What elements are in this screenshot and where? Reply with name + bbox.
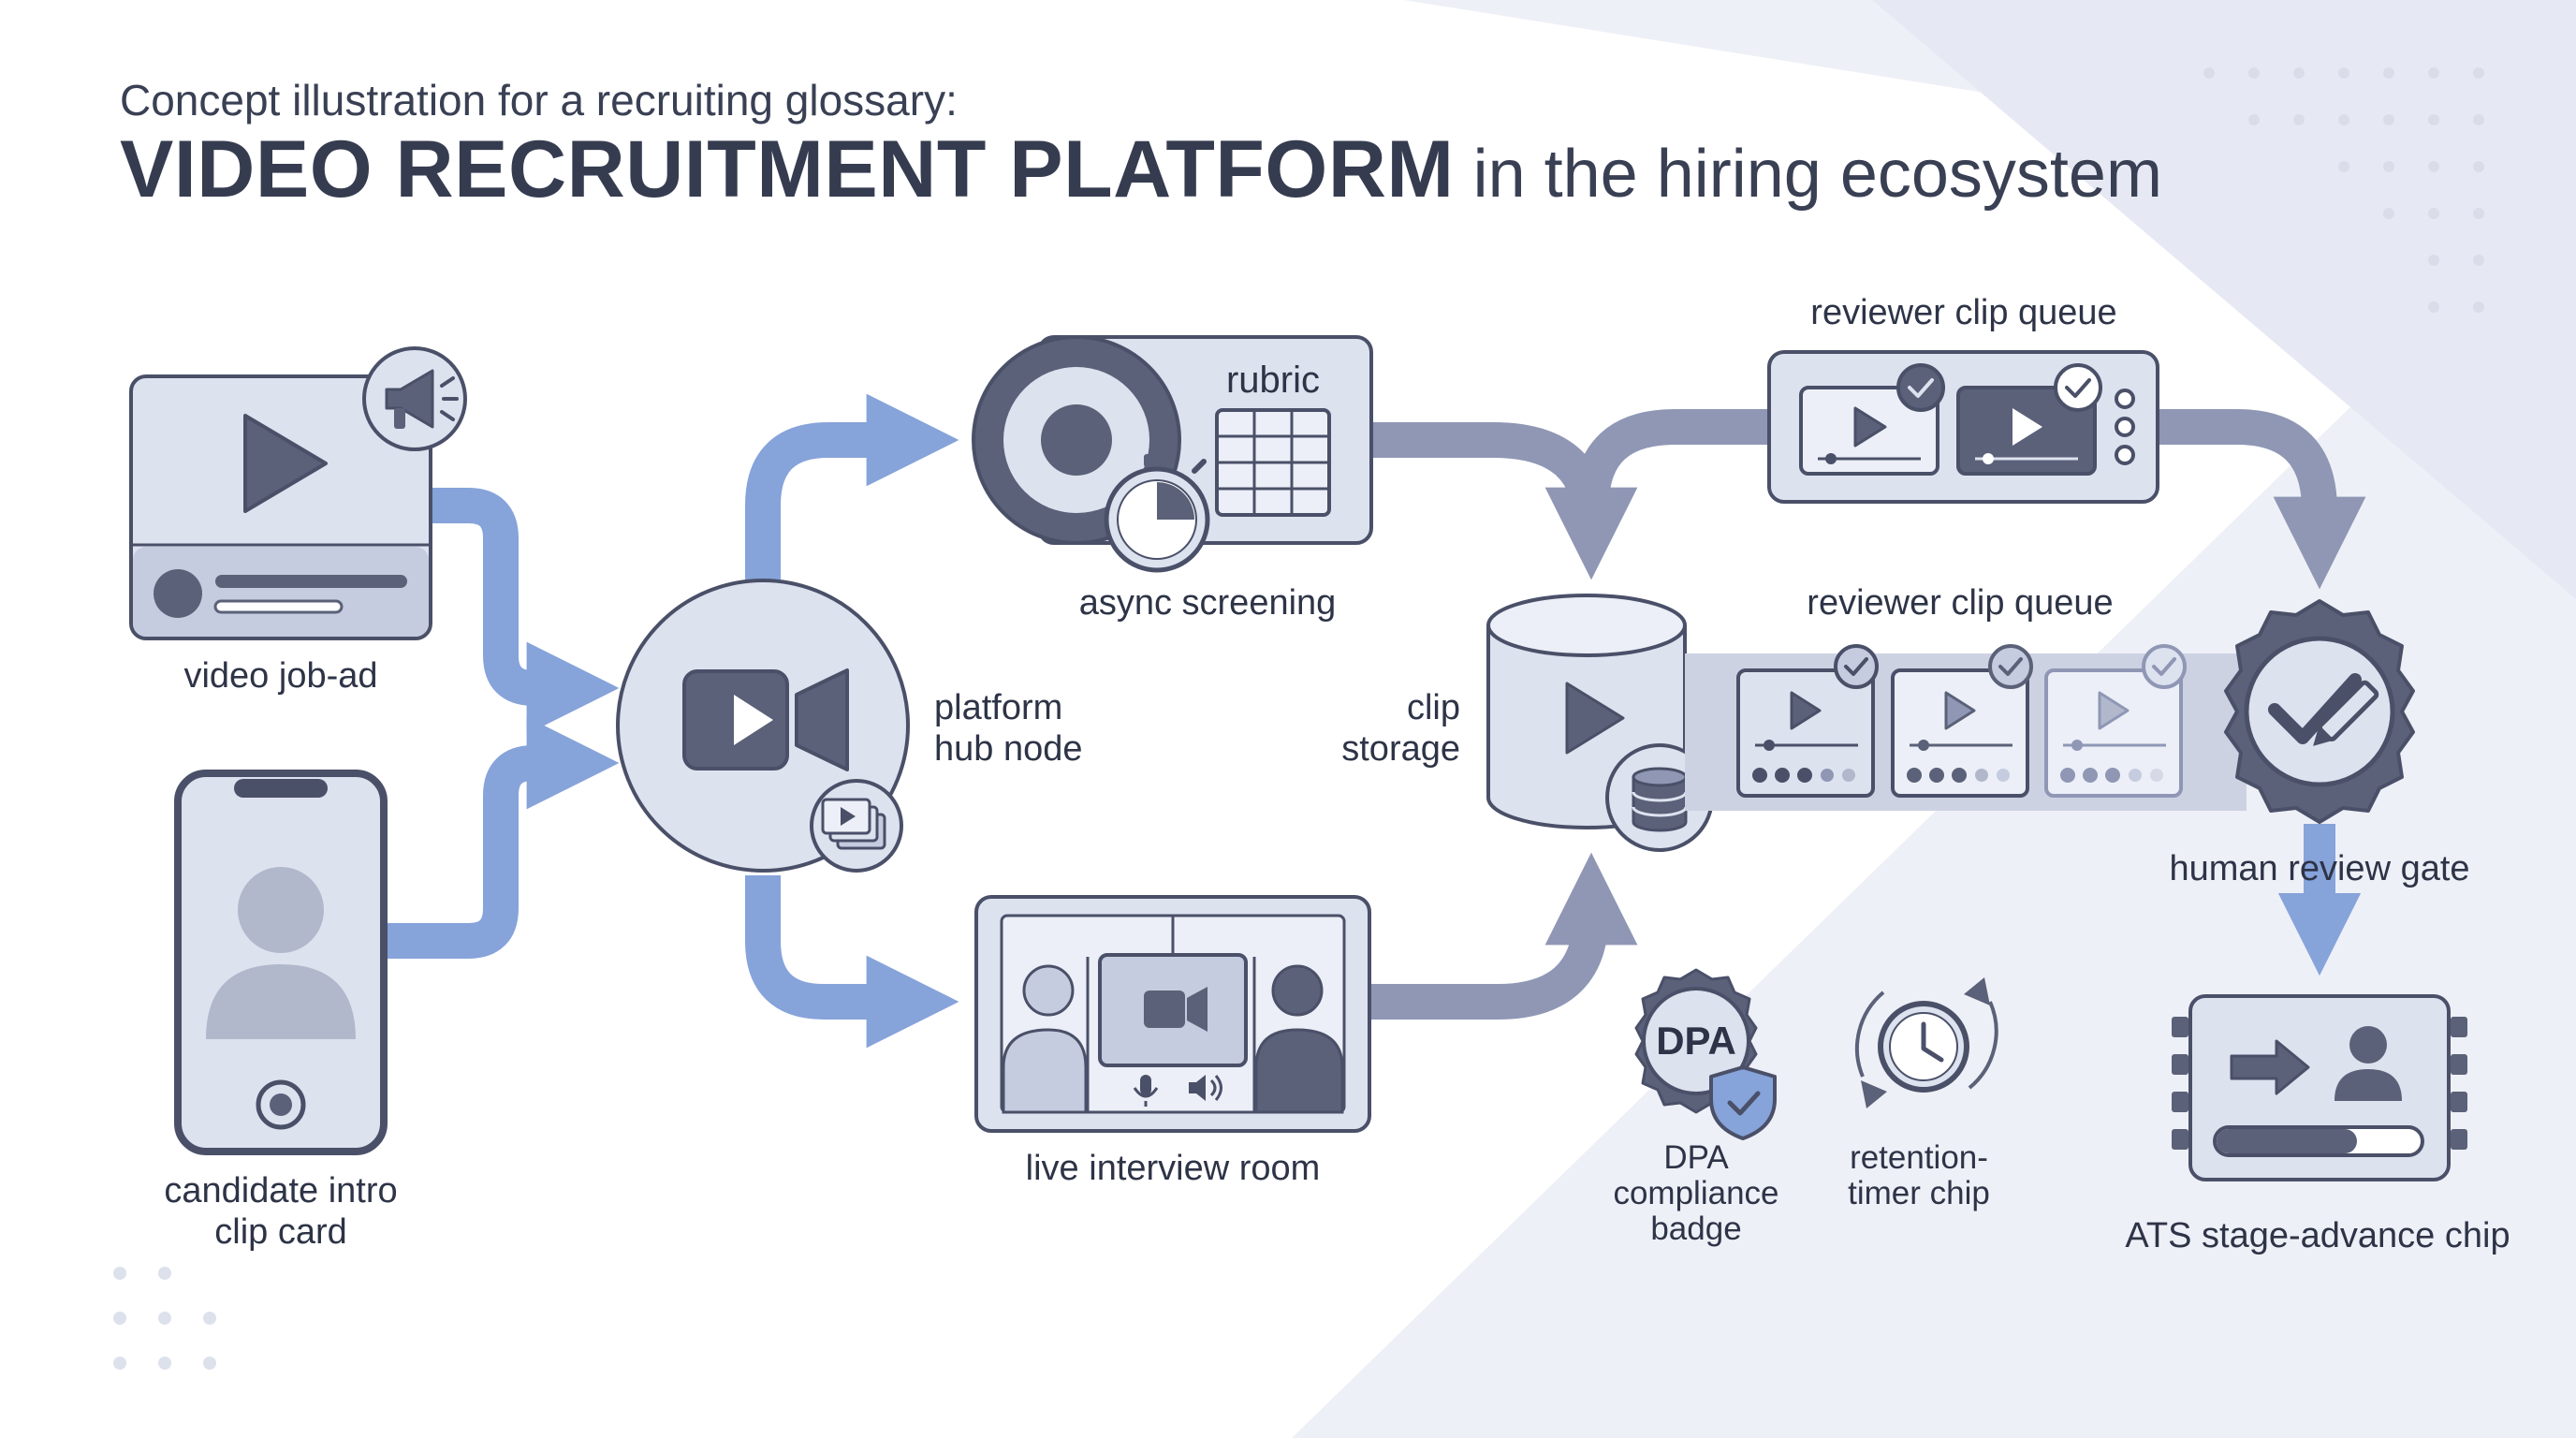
queue-clip-3 — [2044, 644, 2187, 798]
arrow-jobad-to-hub — [431, 488, 620, 735]
rubric-grid-icon — [1215, 408, 1331, 517]
label-async-screening: async screening — [1078, 583, 1337, 623]
arrow-candidate-to-hub — [386, 716, 620, 959]
check-icon — [1834, 644, 1879, 689]
arrow-live-to-storage — [1371, 852, 1638, 1020]
stopwatch-icon — [1104, 454, 1210, 573]
person-head-icon — [238, 867, 324, 953]
arrow-hub-to-live — [745, 875, 959, 1049]
reviewer-clip-queue-mid — [1685, 644, 2247, 811]
arrow-async-to-storage — [1371, 422, 1638, 580]
pen-icon — [2313, 680, 2379, 746]
label-live-interview-room: live interview room — [1025, 1149, 1321, 1188]
queue-clip-1 — [1736, 644, 1879, 798]
retention-timer-chip — [1855, 977, 1998, 1108]
play-icon — [1565, 682, 1625, 755]
arrow-hub-to-async — [745, 393, 959, 580]
play-icon — [243, 414, 328, 513]
arrow-queue-to-storage — [1573, 409, 1769, 506]
candidate-head-icon — [1271, 964, 1324, 1017]
checkmark-icon — [2268, 673, 2362, 744]
clip-storage-cylinder — [1486, 594, 1714, 852]
queue-clip-2 — [1891, 644, 2033, 798]
label-platform-hub: platform hub node — [934, 688, 1083, 769]
person-body-icon — [206, 964, 356, 1039]
arrow-right-icon — [2230, 1039, 2310, 1095]
check-icon — [1988, 644, 2033, 689]
label-clip-storage: clip storage — [1341, 688, 1460, 769]
dot-grid-top-right — [2203, 67, 2484, 313]
async-screening-card — [972, 335, 1373, 573]
page-title: VIDEO RECRUITMENT PLATFORM in the hiring… — [120, 129, 2162, 210]
record-button-icon — [256, 1079, 306, 1130]
label-human-review-gate: human review gate — [2169, 849, 2470, 888]
candidate-phone-card — [174, 770, 388, 1155]
speaker-icon — [1189, 1075, 1206, 1101]
label-candidate-card: candidate intro clip card — [164, 1171, 398, 1252]
video-job-ad-card — [129, 374, 432, 640]
label-video-job-ad: video job-ad — [183, 656, 378, 696]
shield-icon — [1709, 1065, 1777, 1140]
dot-grid-bottom-left — [113, 1267, 216, 1370]
microphone-icon — [1140, 1075, 1151, 1095]
page-title-rest: in the hiring ecosystem — [1454, 137, 2162, 212]
label-ats-stage-advance-chip: ATS stage-advance chip — [2125, 1216, 2510, 1255]
refresh-arrow-icon — [1964, 977, 1990, 1005]
human-review-gate-seal — [2224, 599, 2415, 824]
arrow-queue-to-gate — [2158, 409, 2366, 590]
label-retention-timer-chip: retention- timer chip — [1848, 1139, 1990, 1211]
live-interview-room-card — [974, 895, 1371, 1133]
label-reviewer-clip-queue-mid: reviewer clip queue — [1807, 583, 2114, 623]
interviewer-head-icon — [1022, 964, 1075, 1017]
check-icon — [1896, 363, 1945, 412]
label-dpa-compliance-badge: DPA compliance badge — [1613, 1139, 1779, 1247]
dpa-badge-text: DPA — [1656, 1019, 1736, 1063]
check-icon — [2142, 644, 2187, 689]
ats-stage-advance-chip — [2172, 994, 2467, 1181]
page-title-strong: VIDEO RECRUITMENT PLATFORM — [120, 125, 1455, 214]
megaphone-icon — [362, 346, 467, 451]
avatar-dot — [154, 569, 202, 618]
platform-hub-node — [616, 579, 910, 873]
label-rubric: rubric — [1225, 360, 1321, 401]
label-reviewer-clip-queue-top: reviewer clip queue — [1810, 293, 2117, 332]
camera-icon — [1144, 990, 1185, 1028]
dpa-compliance-badge — [1634, 968, 1777, 1140]
check-icon — [2054, 363, 2102, 412]
person-icon — [2349, 1026, 2387, 1064]
reviewer-clip-queue-top — [1767, 350, 2159, 504]
subtitle: Concept illustration for a recruiting gl… — [120, 76, 958, 125]
